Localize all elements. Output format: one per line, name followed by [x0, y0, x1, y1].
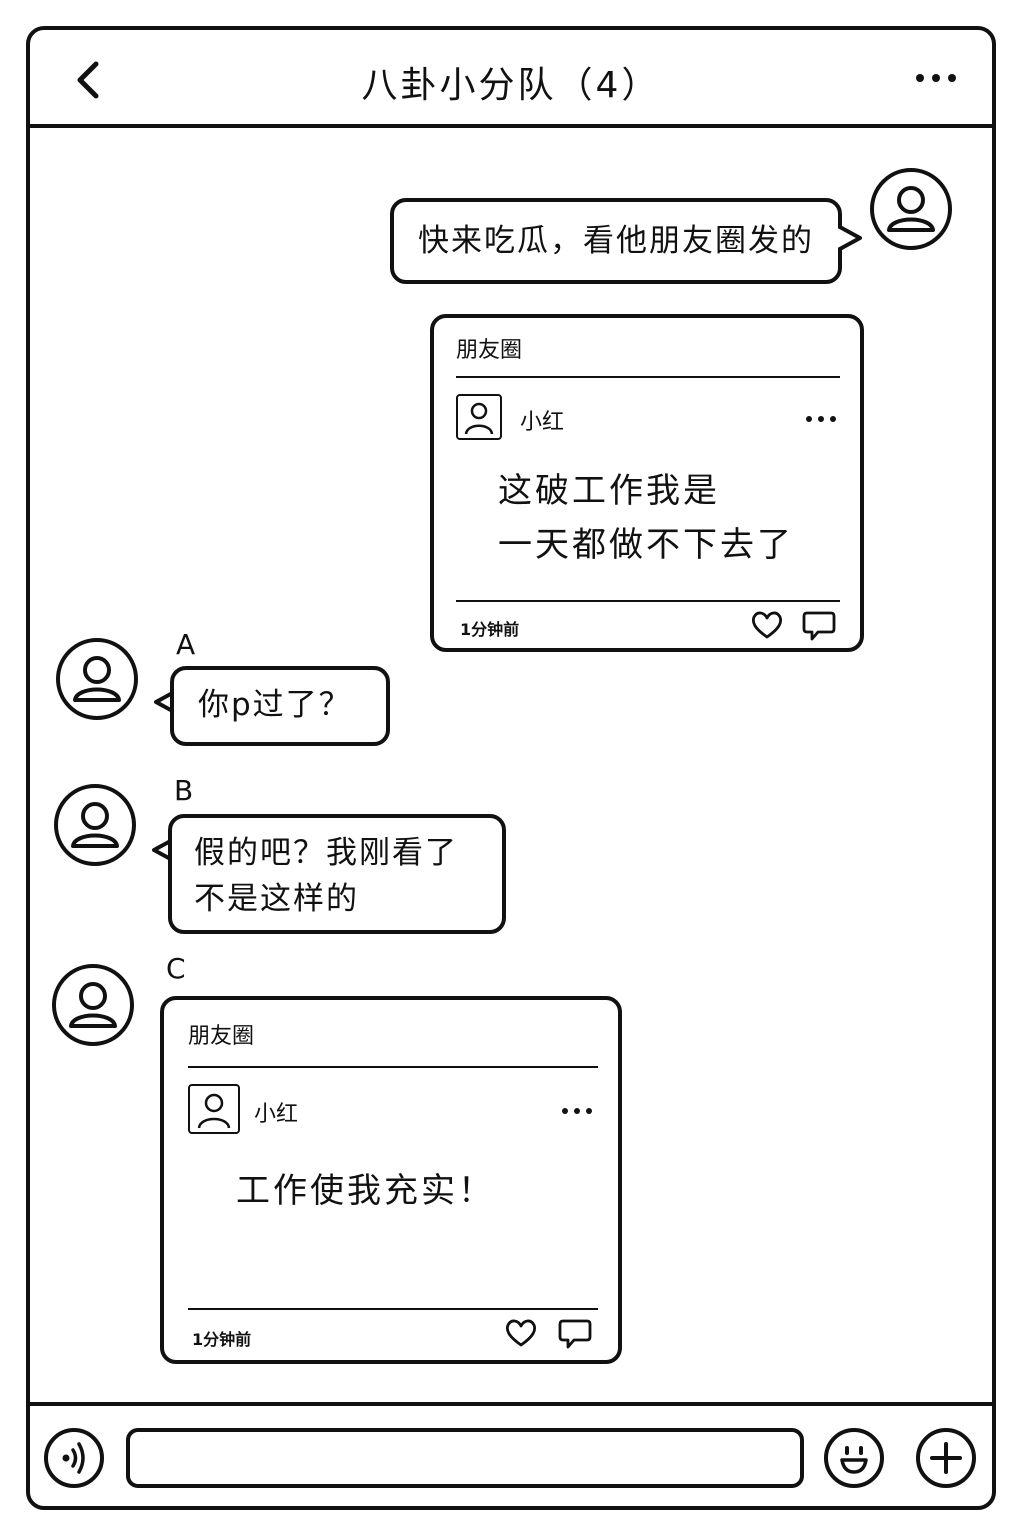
divider — [188, 1066, 598, 1068]
user-icon — [464, 402, 494, 435]
post-text-line: 工作使我充实！ — [236, 1171, 495, 1211]
avatar[interactable] — [54, 784, 136, 866]
post-time: 1分钟前 — [460, 620, 520, 639]
more-horizontal-icon — [806, 416, 836, 422]
plus-button[interactable] — [916, 1428, 976, 1488]
user-icon — [69, 982, 117, 1028]
divider — [188, 1308, 598, 1310]
more-horizontal-icon — [916, 74, 956, 82]
input-bar — [30, 1402, 992, 1506]
chat-title: 八卦小分队（4） — [361, 65, 661, 106]
avatar[interactable] — [56, 638, 138, 720]
user-icon — [887, 186, 935, 232]
message-input[interactable] — [126, 1428, 804, 1488]
divider — [456, 600, 840, 602]
like-button[interactable] — [750, 610, 784, 644]
like-button[interactable] — [504, 1318, 538, 1352]
smiley-icon — [840, 1446, 868, 1474]
plus-icon — [930, 1442, 962, 1474]
post-username: 小红 — [520, 410, 565, 435]
message-text: 你p过了？ — [198, 687, 352, 723]
voice-button[interactable] — [44, 1428, 104, 1488]
card-header: 朋友圈 — [188, 1024, 255, 1049]
message-text: 不是这样的 — [194, 881, 359, 917]
comment-button[interactable] — [558, 1318, 592, 1354]
user-icon — [71, 802, 119, 848]
more-options-button[interactable] — [914, 60, 958, 96]
moments-card[interactable]: 朋友圈 小红 工作使我充实！ 1分钟前 — [160, 996, 622, 1364]
post-more-button[interactable] — [560, 1102, 594, 1114]
emoji-button[interactable] — [824, 1428, 884, 1488]
chat-window: 八卦小分队（4） 快来吃瓜，看他朋友圈发的 朋友圈 小红 — [26, 26, 996, 1510]
post-time: 1分钟前 — [192, 1330, 252, 1349]
post-avatar[interactable] — [456, 394, 502, 440]
more-horizontal-icon — [562, 1108, 592, 1114]
sender-name: B — [174, 774, 194, 807]
heart-icon — [505, 1319, 537, 1347]
user-icon — [73, 656, 121, 702]
avatar[interactable] — [870, 168, 952, 250]
comment-icon — [558, 1319, 592, 1349]
divider — [456, 376, 840, 378]
comment-icon — [802, 611, 836, 641]
message-bubble: 假的吧？我刚看了 不是这样的 — [168, 814, 506, 934]
heart-icon — [751, 611, 783, 639]
sender-name: C — [166, 952, 186, 985]
post-username: 小红 — [254, 1102, 299, 1127]
bubble-tail — [838, 224, 862, 252]
post-text: 工作使我充实！ — [236, 1164, 495, 1218]
post-text-line: 一天都做不下去了 — [498, 525, 794, 565]
user-icon — [197, 1093, 231, 1129]
post-text-line: 这破工作我是 — [498, 471, 720, 511]
message-text: 假的吧？我刚看了 — [194, 835, 458, 871]
card-header: 朋友圈 — [456, 338, 523, 363]
back-button[interactable] — [70, 60, 106, 100]
message-text: 快来吃瓜，看他朋友圈发的 — [418, 223, 814, 259]
post-more-button[interactable] — [804, 410, 838, 422]
post-avatar[interactable] — [188, 1084, 240, 1134]
comment-button[interactable] — [802, 610, 836, 646]
chat-header: 八卦小分队（4） — [30, 30, 992, 128]
sender-name: A — [176, 628, 196, 661]
voice-icon — [62, 1442, 85, 1474]
avatar[interactable] — [52, 964, 134, 1046]
post-text: 这破工作我是 一天都做不下去了 — [498, 464, 794, 572]
message-bubble: 快来吃瓜，看他朋友圈发的 — [390, 198, 842, 284]
moments-card[interactable]: 朋友圈 小红 这破工作我是 一天都做不下去了 1分钟前 — [430, 314, 864, 652]
chevron-left-icon — [77, 61, 99, 99]
message-bubble: 你p过了？ — [170, 666, 390, 746]
